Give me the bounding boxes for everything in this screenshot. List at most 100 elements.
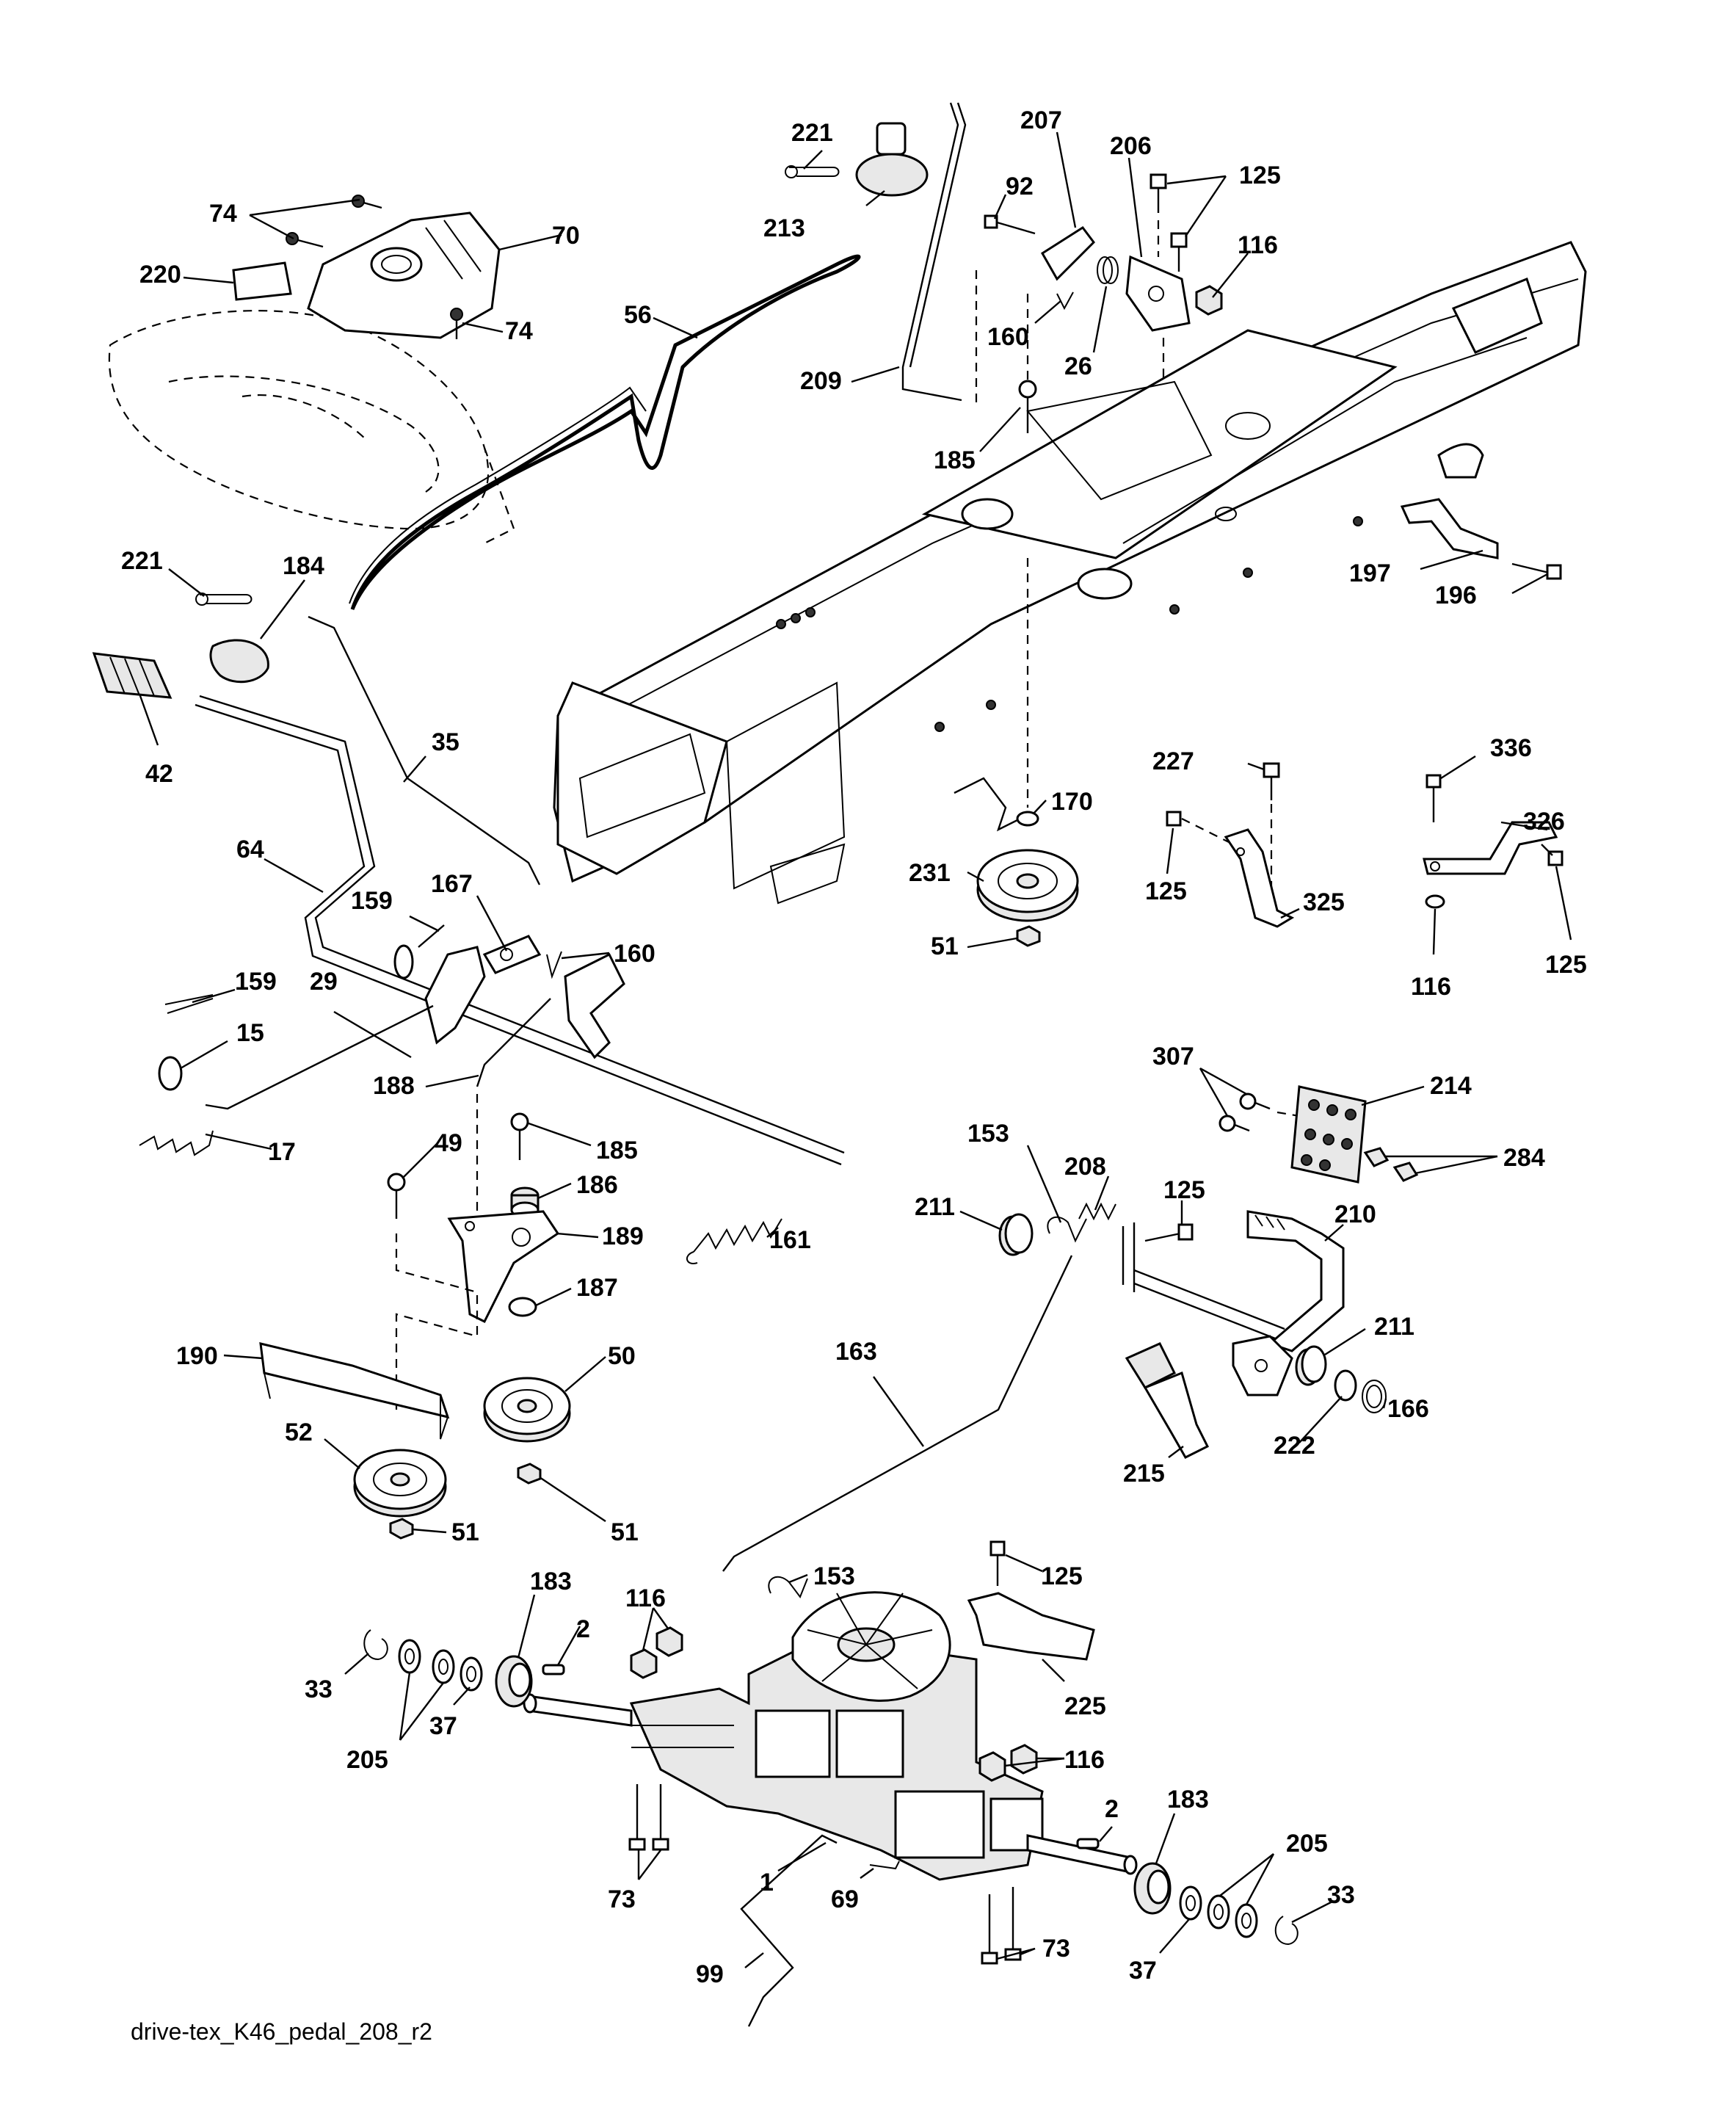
pedal-shaft-210 (1122, 1210, 1345, 1396)
callout-73a: 73 (608, 1885, 636, 1913)
rod-17-link (205, 1004, 434, 1110)
washer-116-326 (1425, 894, 1445, 909)
lever-64 (195, 695, 845, 1166)
steering-shroud (307, 211, 501, 339)
callout-64: 64 (236, 836, 264, 863)
callout-116d: 116 (1064, 1746, 1105, 1774)
bolt-125-326 (1541, 844, 1564, 866)
rod-35 (308, 615, 541, 885)
bracket-326 (1423, 821, 1558, 875)
callout-51b: 51 (451, 1518, 479, 1546)
key-2-left (542, 1664, 565, 1675)
callout-160b: 160 (614, 940, 655, 968)
decal-220 (232, 261, 292, 301)
callout-69: 69 (831, 1885, 859, 1913)
callout-206: 206 (1110, 132, 1152, 160)
bolt-125-bracket (1166, 811, 1234, 845)
clip-160-top (1056, 291, 1074, 311)
callout-153b: 153 (813, 1562, 855, 1590)
spring-26 (1097, 256, 1119, 284)
nut-51-top (1016, 925, 1041, 947)
callout-161: 161 (769, 1226, 811, 1254)
callout-225: 225 (1064, 1692, 1106, 1720)
callout-labels: 221 213 207 206 125 92 116 160 26 74 70 … (121, 106, 1587, 1988)
bracket-170 (954, 777, 1039, 832)
clip-153-lower (768, 1576, 808, 1599)
pulley-231 (976, 849, 1079, 922)
bracket-29 (424, 946, 486, 1045)
callout-125d: 125 (1163, 1176, 1205, 1204)
callout-37a: 37 (429, 1712, 457, 1740)
callout-163: 163 (835, 1338, 877, 1366)
bushing-211-right (1295, 1345, 1327, 1386)
dash-189-190 (395, 1233, 479, 1410)
callout-99: 99 (696, 1960, 724, 1988)
callout-325: 325 (1303, 888, 1345, 916)
callout-190: 190 (176, 1342, 218, 1370)
bearing-183-left-face (508, 1662, 531, 1697)
clip-33-right (1274, 1916, 1299, 1946)
callout-73b: 73 (1042, 1935, 1070, 1963)
clip-33-left (363, 1629, 388, 1661)
callout-2b: 2 (1105, 1795, 1119, 1823)
clip-221-top (785, 165, 840, 178)
callout-307: 307 (1152, 1043, 1194, 1070)
shroud-screw-lower (286, 232, 324, 248)
callout-50: 50 (608, 1342, 636, 1370)
key-2-right (1076, 1838, 1100, 1849)
callout-211a: 211 (915, 1193, 955, 1221)
callout-49: 49 (435, 1129, 462, 1157)
callout-222: 222 (1274, 1432, 1315, 1460)
nut-116-axle-c (978, 1751, 1006, 1782)
pin-92 (984, 214, 1036, 235)
bolt-125-pedal (1144, 1223, 1194, 1242)
tractor-frame (553, 241, 1587, 905)
callout-205b: 205 (1286, 1830, 1328, 1858)
callout-170: 170 (1051, 788, 1093, 816)
callout-33a: 33 (305, 1675, 333, 1703)
callout-210: 210 (1334, 1200, 1376, 1228)
bolt-125-a (1150, 173, 1167, 213)
callout-116a: 116 (1238, 231, 1278, 259)
bracket-167 (482, 935, 542, 974)
spring-208 (1078, 1202, 1116, 1221)
callout-51c: 51 (611, 1518, 639, 1546)
washer-222 (1334, 1369, 1357, 1402)
callout-187: 187 (576, 1274, 618, 1302)
pedal-215 (1125, 1342, 1210, 1459)
callout-92: 92 (1006, 173, 1034, 200)
callout-37b: 37 (1129, 1957, 1157, 1985)
washer-15 (158, 1056, 183, 1091)
idler-plate-189 (447, 1210, 560, 1324)
plate-206 (1125, 255, 1191, 332)
pin-159-left (164, 994, 214, 1014)
callout-213: 213 (763, 214, 805, 242)
bolt-185-mid (510, 1112, 529, 1160)
callout-211b: 211 (1374, 1313, 1414, 1341)
callout-197: 197 (1349, 559, 1391, 587)
callout-227: 227 (1152, 747, 1194, 775)
rod-188 (476, 998, 551, 1087)
callout-17: 17 (268, 1138, 296, 1166)
nuts-284 (1363, 1147, 1419, 1182)
clip-153-upper (1047, 1216, 1087, 1243)
callout-284: 284 (1503, 1144, 1545, 1172)
callout-35: 35 (432, 728, 460, 756)
nut-116-axle-b (655, 1626, 683, 1657)
callout-221a: 221 (791, 119, 833, 147)
callout-183b: 183 (1167, 1786, 1209, 1814)
bolts-73-left (628, 1784, 669, 1851)
nut-51-bottom (389, 1518, 414, 1540)
pin-69 (869, 1860, 900, 1870)
callout-1: 1 (760, 1869, 774, 1896)
callout-33b: 33 (1327, 1881, 1355, 1909)
callout-70: 70 (552, 222, 580, 250)
callout-159a: 159 (351, 887, 393, 915)
callout-74a: 74 (209, 200, 237, 228)
callout-196: 196 (1435, 581, 1477, 609)
callout-2a: 2 (576, 1615, 590, 1643)
leader-lines (138, 131, 1572, 1968)
callout-336: 336 (1490, 734, 1532, 762)
callout-42: 42 (145, 760, 173, 788)
